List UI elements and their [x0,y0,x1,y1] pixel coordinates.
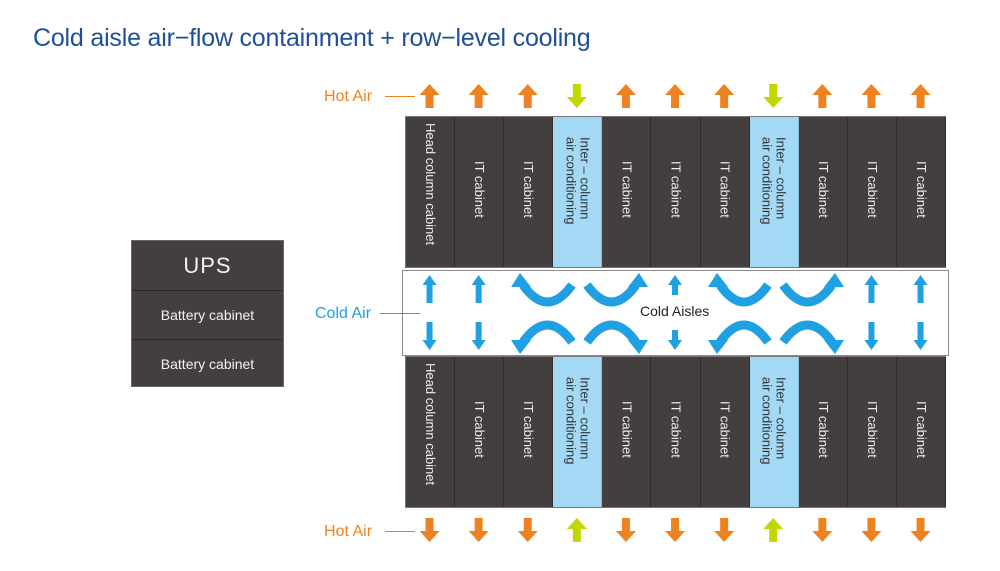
battery-cabinet: Battery cabinet [132,339,283,387]
cabinet-label: Head column cabinet [423,363,439,486]
cold-air-curve-arrow [708,273,772,307]
cold-air-down-arrow [913,322,928,350]
cabinet-label: IT cabinet [521,161,537,218]
hot-air-leader-bottom [385,531,415,532]
it-cabinet: IT cabinet [455,117,505,267]
hot-air-down-arrow [419,518,440,542]
it-cabinet: IT cabinet [701,117,750,267]
cabinet-label: IT cabinet [472,401,488,458]
cabinet-label: IT cabinet [717,401,733,458]
it-cabinet: IT cabinet [897,357,947,507]
cold-air-curve-arrow [511,320,576,354]
return-air-up-arrow [763,518,784,542]
cold-air-down-arrow [668,330,682,350]
cabinet-label: IT cabinet [914,401,930,458]
hot-air-down-arrow [665,518,686,542]
cabinet-label: IT cabinet [472,161,488,218]
cabinet-label: IT cabinet [815,161,831,218]
cold-air-curve-arrow [583,273,648,307]
hot-air-up-arrow [665,84,686,108]
cabinet-label: IT cabinet [668,401,684,458]
ups-block: UPS Battery cabinet Battery cabinet [131,240,284,387]
return-air-down-arrow [566,84,587,108]
it-cabinet: IT cabinet [799,357,848,507]
cold-air-down-arrow [471,322,486,350]
cold-air-curve-arrow [779,320,844,354]
hot-air-down-arrow [615,518,636,542]
return-air-down-arrow [763,84,784,108]
hot-air-down-arrow [517,518,538,542]
cold-air-down-arrow [864,322,879,350]
ups-cabinet: UPS [183,252,232,278]
cold-air-curve-arrow [779,273,844,307]
top-cabinet-row: Head column cabinet IT cabinet IT cabinet I… [405,116,947,268]
cabinet-label: IT cabinet [619,401,635,458]
it-cabinet: IT cabinet [602,357,652,507]
hot-air-up-arrow [517,84,538,108]
hot-air-down-arrow [714,518,735,542]
cold-air-curve-arrow [583,320,648,354]
hot-air-up-arrow [615,84,636,108]
hot-air-down-arrow [861,518,882,542]
it-cabinet: IT cabinet [504,357,554,507]
cold-air-up-arrow [422,275,437,303]
hot-air-down-arrow [910,518,931,542]
hot-air-down-arrow [812,518,833,542]
cold-air-label: Cold Air [315,305,372,322]
it-cabinet: IT cabinet [799,117,848,267]
cold-air-leader [380,313,420,314]
it-cabinet: IT cabinet [701,357,750,507]
cold-aisles-label: Cold Aisles [640,303,710,319]
bottom-cabinet-row: Head column cabinet IT cabinet IT cabinet I… [405,356,947,508]
cold-air-curve-arrow [708,320,772,354]
head-column-cabinet: Head column cabinet [406,357,456,507]
cabinet-label: IT cabinet [815,401,831,458]
return-air-up-arrow [566,518,587,542]
cold-air-curve-arrow [511,273,576,307]
cold-air-up-arrow [471,275,486,303]
hot-air-up-arrow [419,84,440,108]
cabinet-label: IT cabinet [864,401,880,458]
it-cabinet: IT cabinet [602,117,652,267]
hot-air-up-arrow [861,84,882,108]
cabinet-label: IT cabinet [864,161,880,218]
cabinet-label: IT cabinet [619,161,635,218]
cold-air-up-arrow [864,275,879,303]
hot-air-up-arrow [812,84,833,108]
head-column-cabinet: Head column cabinet [406,117,456,267]
it-cabinet: IT cabinet [848,117,897,267]
it-cabinet: IT cabinet [652,117,701,267]
battery-cabinet: Battery cabinet [132,290,283,339]
it-cabinet: IT cabinet [455,357,505,507]
it-cabinet: IT cabinet [897,117,947,267]
hot-air-label-top: Hot Air [324,88,373,105]
hot-air-up-arrow [910,84,931,108]
it-cabinet: IT cabinet [652,357,701,507]
cabinet-label: IT cabinet [717,161,733,218]
it-cabinet: IT cabinet [504,117,554,267]
cold-air-up-arrow [913,275,928,303]
it-cabinet: IT cabinet [848,357,897,507]
hot-air-down-arrow [468,518,489,542]
hot-air-up-arrow [714,84,735,108]
cabinet-label: IT cabinet [521,401,537,458]
cabinet-label: IT cabinet [914,161,930,218]
cold-air-down-arrow [422,322,437,350]
cabinet-label: Head column cabinet [423,123,439,246]
diagram-title: Cold aisle air−flow containment + row−le… [33,24,591,52]
hot-air-leader-top [385,96,415,97]
cold-air-up-arrow [668,275,682,295]
hot-air-label-bottom: Hot Air [324,523,373,540]
cabinet-label: IT cabinet [668,161,684,218]
hot-air-up-arrow [468,84,489,108]
